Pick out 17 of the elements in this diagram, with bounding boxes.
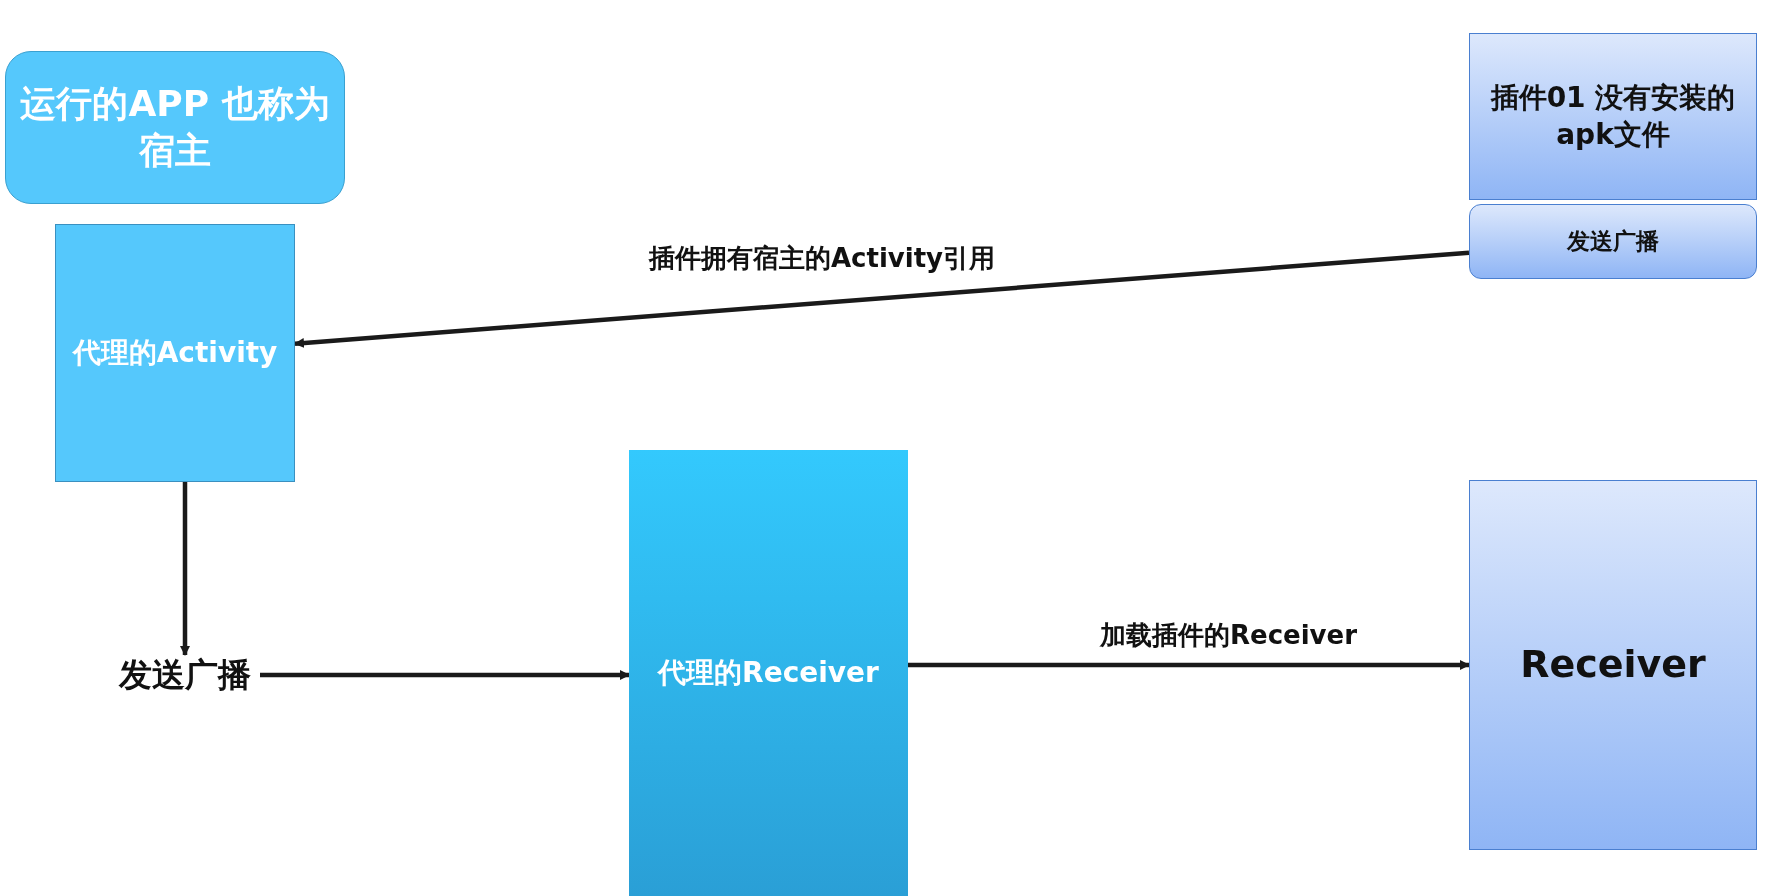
box-label: 代理的Receiver: [658, 654, 879, 691]
box-label: 插件01 没有安装的apk文件: [1489, 80, 1737, 153]
box-label: 运行的APP 也称为宿主: [19, 81, 331, 173]
box-label: 代理的Activity: [72, 334, 278, 371]
process-box: [55, 224, 295, 482]
box-label: 发送广播: [1567, 226, 1659, 256]
process-box: [629, 450, 908, 896]
process-box: [1469, 33, 1757, 200]
arrow: [260, 670, 630, 680]
arrow: [908, 660, 1470, 670]
text-label: 发送广播: [110, 655, 260, 695]
rounded-box: [5, 51, 345, 204]
rounded-box: [1469, 204, 1757, 279]
process-box: [1469, 480, 1757, 850]
arrow: [180, 482, 190, 656]
arrow: [294, 250, 1470, 348]
box-label: Receiver: [1520, 641, 1706, 689]
